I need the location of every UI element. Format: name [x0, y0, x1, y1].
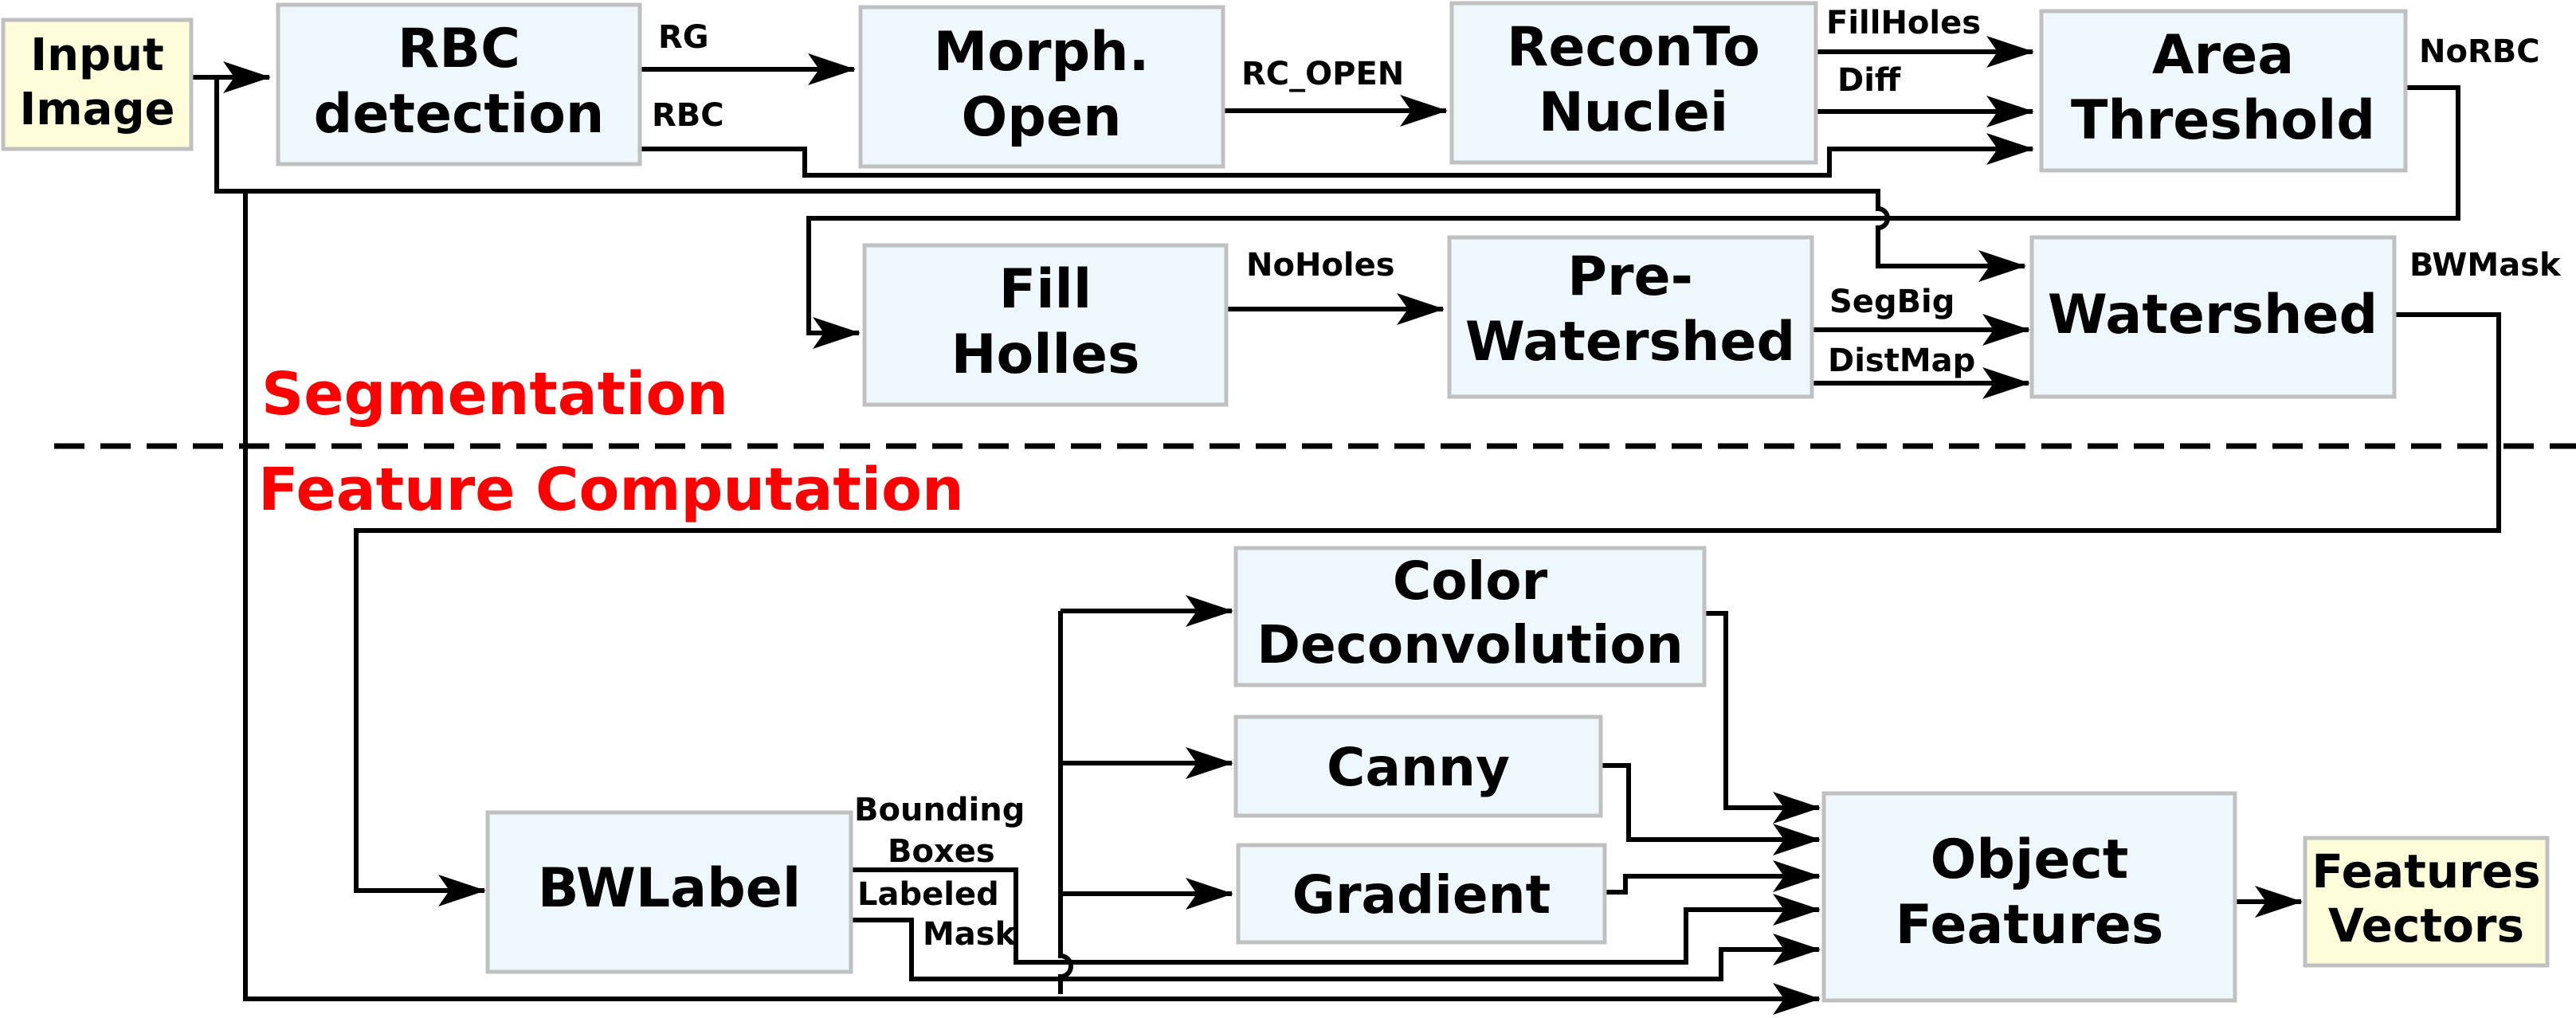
node-watershed-label: Watershed	[2048, 284, 2378, 347]
edge-label-bounding-boxes-line1: Bounding	[854, 792, 1025, 828]
node-area-threshold-line1: Area	[2152, 24, 2294, 87]
edge-labeled-mask	[851, 918, 1821, 981]
node-rbc-detection-line2: detection	[314, 83, 605, 146]
node-features-vectors: Features Vectors	[2303, 836, 2550, 968]
node-bwlabel: BWLabel	[485, 810, 853, 974]
node-color-deconvolution: Color Deconvolution	[1233, 546, 1707, 687]
edge-norbc	[806, 85, 2460, 349]
node-pre-watershed-line2: Watershed	[1465, 311, 1795, 374]
node-morph-open-line2: Open	[961, 86, 1121, 149]
node-recon-to-nuclei: ReconTo Nuclei	[1449, 1, 1818, 165]
edge-label-rbc: RBC	[652, 97, 724, 134]
node-fill-holles: Fill Holles	[862, 243, 1229, 407]
node-object-features-line2: Features	[1896, 894, 2164, 957]
node-gradient: Gradient	[1236, 843, 1607, 945]
node-recon-to-nuclei-line2: Nuclei	[1539, 81, 1728, 144]
node-features-vectors-line2: Vectors	[2328, 899, 2524, 953]
node-rbc-detection: RBC detection	[276, 2, 642, 166]
edge-labels: RG RBC RC_OPEN FillHoles Diff NoRBC NoHo…	[652, 5, 2562, 953]
connectors	[191, 36, 2501, 1015]
edge-gradient-out	[1605, 860, 1821, 895]
node-morph-open-line1: Morph.	[934, 21, 1150, 84]
edge-canny-out	[1601, 763, 1821, 856]
edge-label-fillholes: FillHoles	[1826, 5, 1981, 41]
edge-input-to-watershed	[214, 77, 2026, 282]
node-pre-watershed-line1: Pre-	[1567, 245, 1693, 308]
node-area-threshold: Area Threshold	[2039, 9, 2408, 173]
node-input-image: Input Image	[1, 18, 194, 151]
node-fill-holles-line1: Fill	[999, 258, 1092, 321]
edge-bwmask	[354, 312, 2501, 906]
node-area-threshold-line2: Threshold	[2071, 89, 2375, 152]
node-watershed: Watershed	[2029, 235, 2397, 399]
edge-label-bounding-boxes-line2: Boxes	[888, 833, 995, 870]
edge-label-segbig: SegBig	[1829, 284, 1955, 320]
section-label-segmentation: Segmentation	[261, 360, 728, 429]
edge-label-diff: Diff	[1837, 62, 1901, 99]
node-input-image-line1: Input	[30, 29, 163, 81]
edge-label-noholes: NoHoles	[1246, 247, 1395, 284]
edge-label-labeled-mask-line2: Mask	[923, 916, 1017, 953]
edge-label-bwmask: BWMask	[2409, 247, 2562, 284]
node-gradient-label: Gradient	[1292, 864, 1551, 926]
edge-label-distmap: DistMap	[1828, 343, 1975, 379]
edge-rbc	[640, 133, 2034, 178]
node-color-deconvolution-line1: Color	[1393, 550, 1548, 612]
edge-bounding-boxes	[851, 867, 1821, 965]
node-input-image-line2: Image	[19, 84, 174, 135]
edge-label-rg: RG	[658, 19, 709, 56]
node-fill-holles-line2: Holles	[951, 323, 1140, 386]
node-rbc-detection-line1: RBC	[398, 18, 520, 80]
node-object-features-line1: Object	[1931, 828, 2129, 891]
edge-color-deconv-out	[1704, 611, 1821, 824]
node-bwlabel-label: BWLabel	[538, 857, 801, 920]
section-label-feature-computation: Feature Computation	[258, 456, 964, 524]
node-object-features: Object Features	[1821, 791, 2237, 1003]
node-features-vectors-line1: Features	[2311, 844, 2540, 899]
edge-fanout-bus	[1058, 611, 1073, 994]
edge-input-to-object-features	[243, 191, 1821, 1015]
edge-label-labeled-mask-line1: Labeled	[857, 876, 999, 913]
node-pre-watershed: Pre- Watershed	[1447, 235, 1814, 399]
node-color-deconvolution-line2: Deconvolution	[1257, 614, 1683, 675]
node-recon-to-nuclei-line1: ReconTo	[1507, 16, 1760, 79]
node-canny-label: Canny	[1327, 737, 1510, 798]
node-canny: Canny	[1233, 715, 1603, 818]
edge-label-norbc: NoRBC	[2419, 33, 2540, 70]
node-morph-open: Morph. Open	[858, 5, 1225, 169]
edge-label-rc-open: RC_OPEN	[1241, 56, 1404, 92]
